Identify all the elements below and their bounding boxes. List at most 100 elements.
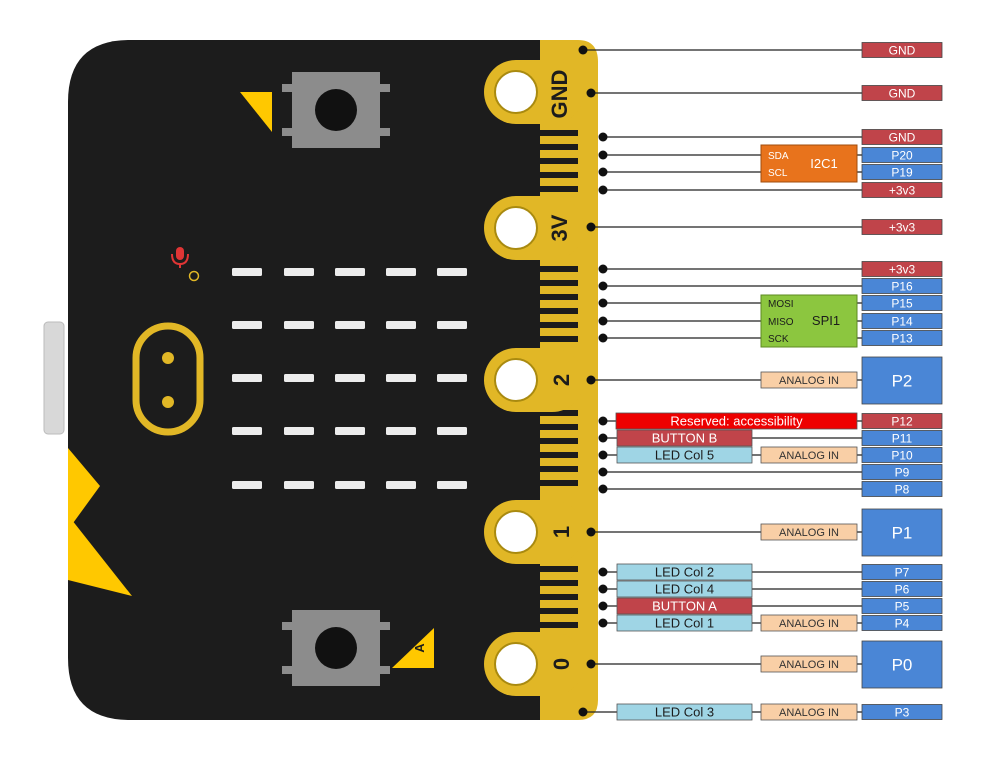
led-4-2 (284, 427, 314, 435)
analog-in-box (760, 655, 858, 673)
pin-label-box (861, 164, 943, 180)
button-a-marker (392, 628, 434, 668)
pin-label-box (861, 356, 943, 405)
connector-dot (598, 333, 608, 343)
pin-label-box (861, 85, 943, 101)
pin-row-3v3: +3v3 (598, 182, 943, 198)
pad-0: 0 (484, 632, 584, 696)
pin-label-box (861, 182, 943, 198)
led-3-3 (335, 374, 365, 382)
pin-label: +3v3 (889, 262, 916, 276)
pin-label: GND (889, 130, 916, 144)
spi-title: SPI1 (812, 313, 840, 328)
led-5-5 (437, 481, 467, 489)
spi-group: MOSI MISO SCK SPI1 (760, 294, 858, 348)
pin-row-p8: P8 (598, 481, 943, 497)
pin-label-box (861, 640, 943, 689)
connector-dot (598, 416, 608, 426)
connector-dot (586, 527, 596, 537)
pin-label-box (861, 147, 943, 163)
yellow-stripes (68, 448, 132, 596)
pin-label-box (861, 564, 943, 580)
button-b-label: B (246, 116, 261, 125)
connector-dot (598, 450, 608, 460)
function-box (616, 446, 753, 464)
pin-label: P14 (891, 314, 913, 328)
spi-sck-label: SCK (768, 334, 789, 345)
led-3-2 (284, 374, 314, 382)
analog-in-box (760, 614, 858, 632)
i2c-sda-label: SDA (768, 151, 789, 162)
pin-label-box (861, 598, 943, 614)
pin-label-box (861, 313, 943, 329)
connector-dot (598, 467, 608, 477)
analog-in-label: ANALOG IN (779, 618, 839, 630)
pin-label: P16 (891, 279, 913, 293)
connector-dot (598, 618, 608, 628)
pad-2: 2 (484, 348, 584, 412)
pin-label-box (861, 42, 943, 58)
pin-row-p16: P16 (598, 278, 943, 294)
pin-label: P3 (895, 705, 910, 719)
pin-label: P1 (892, 524, 913, 543)
function-label: LED Col 5 (655, 448, 714, 463)
pad-gnd-label: GND (547, 70, 572, 119)
analog-in-label: ANALOG IN (779, 659, 839, 671)
pin-label-box (861, 581, 943, 597)
pad-2-label: 2 (549, 374, 574, 386)
pin-label: GND (889, 86, 916, 100)
connector-dot (586, 375, 596, 385)
connector-dot (598, 316, 608, 326)
pin-label-box (861, 330, 943, 346)
function-box (616, 580, 753, 598)
led-5-2 (284, 481, 314, 489)
pin-label-box (861, 261, 943, 277)
touch-logo-icon (132, 322, 204, 436)
led-1-1 (232, 268, 262, 276)
pin-row-p13: P13 (598, 330, 943, 346)
pad-0-label: 0 (549, 658, 574, 670)
pin-label-box (861, 219, 943, 235)
pin-label: P4 (895, 616, 910, 630)
led-1-5 (437, 268, 467, 276)
pin-label: P7 (895, 565, 910, 579)
pin-label: P12 (891, 414, 913, 428)
connector-dot (586, 88, 596, 98)
function-box (616, 429, 753, 447)
pin-label: +3v3 (889, 220, 916, 234)
led-2-1 (232, 321, 262, 329)
connector-dot (598, 150, 608, 160)
led-4-4 (386, 427, 416, 435)
connector-dot (598, 167, 608, 177)
pin-label-box (861, 481, 943, 497)
pad-3v-label: 3V (547, 214, 572, 241)
connector-dot (598, 567, 608, 577)
pin-row-gnd: GND (578, 42, 943, 58)
pin-label-box (861, 295, 943, 311)
spi-miso-label: MISO (768, 317, 794, 328)
usb-connector (43, 321, 65, 435)
pin-label: P19 (891, 165, 913, 179)
pin-rows: GNDGNDGNDP20P19+3v3+3v3+3v3P16P15P14P13P… (578, 42, 943, 721)
i2c-group: SDA SCL I2C1 (760, 144, 858, 183)
led-5-3 (335, 481, 365, 489)
led-matrix (232, 268, 467, 489)
pin-label-box (861, 447, 943, 463)
function-label: LED Col 1 (655, 616, 714, 631)
connector-dot (598, 433, 608, 443)
pin-row-3v3: +3v3 (598, 261, 943, 277)
pin-label: P20 (891, 148, 913, 162)
analog-in-label: ANALOG IN (779, 527, 839, 539)
board: GND 3V 2 1 0 (43, 40, 598, 720)
led-3-1 (232, 374, 262, 382)
pin-row-p14: P14 (598, 313, 943, 329)
pin-row-gnd: GND (586, 85, 943, 101)
connector-dot (598, 484, 608, 494)
pin-label: P0 (892, 656, 913, 675)
led-1-4 (386, 268, 416, 276)
pin-row-gnd: GND (598, 129, 943, 145)
